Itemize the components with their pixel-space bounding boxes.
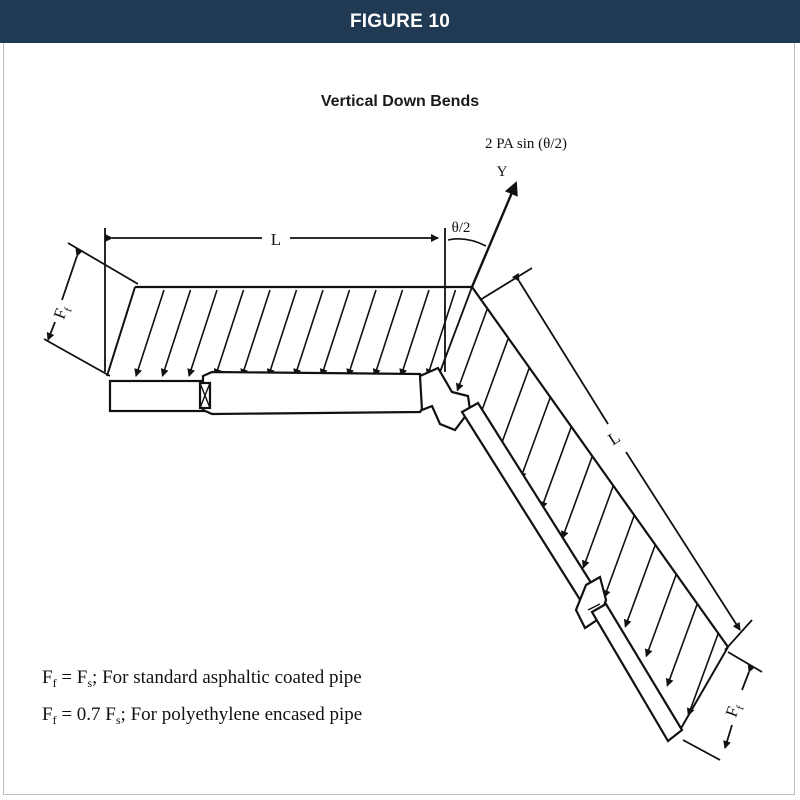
y-axis-label: Y <box>497 164 508 180</box>
load-arrow <box>665 603 699 687</box>
load-arrow <box>319 289 351 377</box>
load-arrow <box>346 289 377 377</box>
note-polyethylene-encased: Ff = 0.7 Fs; For polyethylene encased pi… <box>42 704 362 727</box>
left-length-label: L <box>271 230 281 249</box>
load-arrow <box>187 289 218 377</box>
diagram-title: Vertical Down Bends <box>320 93 480 110</box>
load-arrow <box>644 574 678 658</box>
load-arrow <box>160 289 192 377</box>
right-length-label: L <box>605 428 624 450</box>
load-arrow <box>477 337 510 422</box>
right-load-arrows <box>456 308 720 717</box>
load-arrow <box>266 289 298 377</box>
load-arrow <box>623 544 657 628</box>
left-length-dimension <box>104 228 446 372</box>
bend-fitting <box>418 366 472 432</box>
right-friction-dimension <box>682 651 763 761</box>
right-load-right-edge <box>679 646 729 731</box>
thrust-vector <box>447 181 518 288</box>
load-arrow <box>539 426 573 510</box>
friction-notes: Ff = Fs; For standard asphaltic coated p… <box>42 667 362 727</box>
load-arrow <box>456 308 489 392</box>
load-arrow <box>560 455 594 540</box>
left-load-left-edge <box>106 286 136 377</box>
left-friction-dimension <box>43 242 139 377</box>
load-arrow <box>372 289 404 377</box>
load-arrow <box>293 289 324 377</box>
left-load-diagram <box>106 285 472 377</box>
load-arrow <box>581 485 615 569</box>
bend-load-edge <box>439 286 473 373</box>
load-arrow <box>686 633 720 717</box>
right-length-dimension <box>479 267 753 651</box>
figure-header: FIGURE 10 <box>0 0 800 43</box>
right-load-top-line <box>471 286 729 648</box>
load-arrow <box>602 514 636 599</box>
left-pipe <box>108 370 426 416</box>
load-arrow <box>213 289 245 377</box>
load-arrow <box>425 289 457 377</box>
load-arrow <box>134 289 165 377</box>
load-arrow <box>240 289 271 377</box>
right-load-diagram <box>439 286 729 731</box>
right-friction-label: Ff <box>722 700 747 720</box>
angle-label: θ/2 <box>452 220 471 236</box>
load-arrow <box>518 396 552 481</box>
angle-arc <box>447 238 487 247</box>
thrust-arrow <box>470 181 518 288</box>
right-pipe <box>460 401 684 743</box>
left-friction-label: Ff <box>50 302 75 322</box>
note-standard-asphaltic: Ff = Fs; For standard asphaltic coated p… <box>42 667 362 690</box>
thrust-label: 2 PA sin (θ/2) <box>485 136 567 152</box>
left-load-arrows <box>134 289 457 377</box>
load-arrow <box>399 289 430 377</box>
figure-title: FIGURE 10 <box>350 10 450 32</box>
load-arrow <box>497 367 531 451</box>
